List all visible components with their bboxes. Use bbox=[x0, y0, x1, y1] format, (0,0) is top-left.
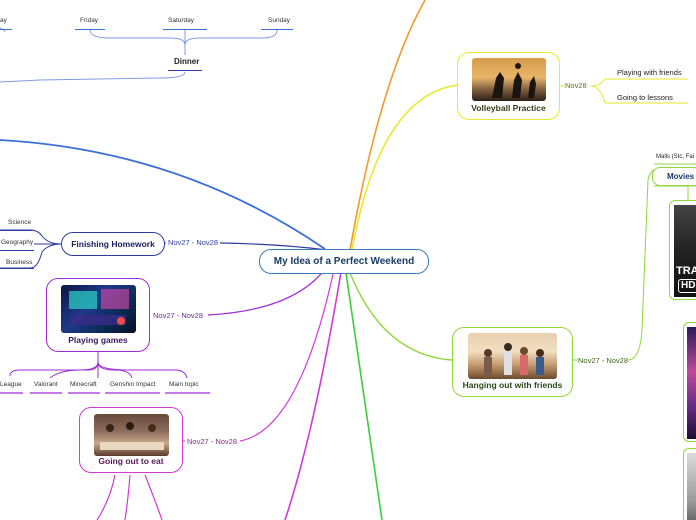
homework-child-business[interactable]: Business bbox=[6, 259, 33, 266]
friends-group-image bbox=[484, 343, 544, 375]
underline bbox=[0, 230, 34, 231]
trailer-text: TRA bbox=[676, 265, 696, 277]
movies-node[interactable]: Movies bbox=[652, 167, 696, 186]
finishing-homework-node[interactable]: Finishing Homework bbox=[61, 232, 165, 256]
volleyball-silhouette-image bbox=[492, 63, 536, 98]
homework-child-geography[interactable]: Geography bbox=[1, 239, 34, 246]
games-child-genshin[interactable]: Genshin Impact bbox=[110, 381, 156, 388]
hanging-out-title: Hanging out with friends bbox=[462, 380, 563, 390]
dinner-label[interactable]: Dinner bbox=[174, 57, 200, 66]
games-child-main-topic[interactable]: Main topic bbox=[169, 381, 199, 388]
gaming-setup-image bbox=[69, 289, 129, 325]
volleyball-title: Volleyball Practice bbox=[471, 103, 546, 113]
volleyball-date: Nov28 bbox=[565, 81, 587, 90]
malls-label[interactable]: Malls (Stc, Fai bbox=[656, 154, 695, 160]
hd-badge: HD bbox=[678, 279, 696, 293]
trailer-image bbox=[674, 205, 696, 297]
underline bbox=[163, 29, 207, 30]
playing-games-node[interactable]: Playing games bbox=[46, 278, 150, 352]
volleyball-child-1[interactable]: Playing with friends bbox=[617, 68, 682, 77]
games-child-minecraft[interactable]: Minecraft bbox=[70, 381, 97, 388]
hanging-out-node[interactable]: Hanging out with friends bbox=[452, 327, 573, 397]
day-saturday-label: Saturday bbox=[168, 17, 195, 24]
games-child-league[interactable]: League bbox=[0, 381, 22, 388]
movie-trailer-thumbnail[interactable]: TRA HD bbox=[669, 200, 696, 300]
still-image bbox=[687, 453, 696, 520]
friends-date: Nov27 - Nov28 bbox=[578, 356, 629, 365]
friends-photo bbox=[468, 333, 557, 379]
going-out-title: Going out to eat bbox=[98, 456, 164, 466]
volleyball-child-2[interactable]: Going to lessons bbox=[617, 93, 673, 102]
underline bbox=[75, 29, 105, 30]
underline bbox=[0, 250, 34, 251]
day-sunday-label: Sunday bbox=[268, 17, 291, 24]
poster-image bbox=[687, 327, 696, 439]
central-topic[interactable]: My Idea of a Perfect Weekend bbox=[259, 249, 429, 274]
underline bbox=[168, 70, 202, 71]
gaming-photo bbox=[61, 285, 136, 333]
volleyball-practice-node[interactable]: Volleyball Practice bbox=[457, 52, 560, 120]
playing-games-title: Playing games bbox=[68, 335, 128, 345]
volleyball-photo bbox=[472, 58, 546, 101]
homework-date: Nov27 - Nov28 bbox=[168, 238, 219, 247]
restaurant-image bbox=[100, 422, 164, 450]
underline bbox=[0, 268, 34, 269]
underline bbox=[261, 29, 293, 30]
going-out-to-eat-node[interactable]: Going out to eat bbox=[79, 407, 183, 473]
movie-still-thumbnail[interactable] bbox=[683, 448, 696, 520]
day-partial-label: ay bbox=[0, 17, 7, 24]
games-child-valorant[interactable]: Valorant bbox=[34, 381, 58, 388]
eat-date: Nov27 - Nov28 bbox=[187, 437, 238, 446]
games-date: Nov27 - Nov28 bbox=[153, 311, 204, 320]
movie-poster-thumbnail[interactable] bbox=[683, 322, 696, 442]
day-friday-label: Friday bbox=[80, 17, 99, 24]
eating-photo bbox=[94, 414, 169, 456]
underline bbox=[0, 29, 12, 30]
homework-child-science[interactable]: Science bbox=[8, 219, 32, 226]
